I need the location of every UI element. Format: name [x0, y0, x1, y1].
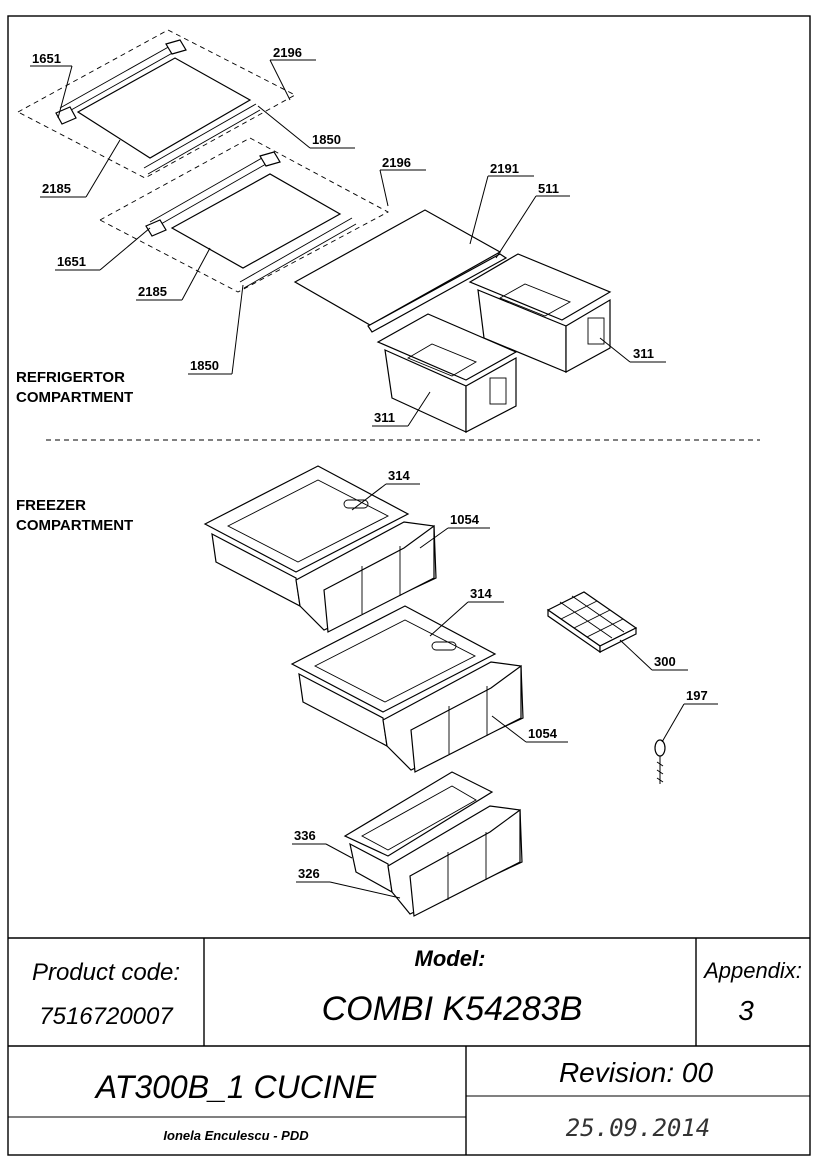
- upper-shelf-assembly: [17, 29, 296, 179]
- model-value: COMBI K54283B: [322, 990, 583, 1028]
- callout-1651-upper: 1651: [32, 51, 61, 66]
- callout-326: 326: [298, 866, 320, 881]
- date: 25.09.2014: [566, 1114, 711, 1142]
- callout-197: 197: [686, 688, 708, 703]
- freezer-drawer-bottom: [343, 771, 523, 917]
- refrigerator-section-label-2: COMPARTMENT: [16, 389, 133, 406]
- callout-2185-upper: 2185: [42, 181, 71, 196]
- appendix-label: Appendix:: [702, 958, 802, 983]
- author: Ionela Enculescu - PDD: [163, 1128, 309, 1143]
- refrigerator-section-label: REFRIGERTOR: [16, 369, 125, 386]
- callout-311-rear: 311: [633, 346, 654, 361]
- revision: Revision: 00: [559, 1057, 714, 1088]
- appendix-value: 3: [738, 995, 754, 1026]
- freezer-drawer-middle: [290, 605, 524, 773]
- lower-shelf-assembly: [99, 137, 389, 293]
- callout-314-top: 314: [388, 468, 410, 483]
- refrigerator-callouts: 1651 2196 1850 2185 2196 2191 511 1651 2…: [30, 45, 666, 427]
- callout-2196-lower: 2196: [382, 155, 411, 170]
- callout-300: 300: [654, 654, 676, 669]
- callout-1651-lower: 1651: [57, 254, 86, 269]
- callout-336: 336: [294, 828, 316, 843]
- callout-2185-lower: 2185: [138, 284, 167, 299]
- callout-2196-upper: 2196: [273, 45, 302, 60]
- product-code-value: 7516720007: [39, 1003, 174, 1030]
- ice-scoop: [654, 739, 666, 784]
- callout-311-front: 311: [374, 410, 395, 425]
- freezer-section-label: FREEZER: [16, 497, 86, 514]
- freezer-callouts: 314 1054 314 300 197 1054 336 326: [292, 468, 718, 899]
- ice-cube-tray: [546, 591, 638, 654]
- freezer-section-label-2: COMPARTMENT: [16, 517, 133, 534]
- callout-1850-upper: 1850: [312, 132, 341, 147]
- callout-1054-top: 1054: [450, 512, 480, 527]
- document-name: AT300B_1 CUCINE: [94, 1069, 377, 1105]
- product-code-label: Product code:: [32, 959, 180, 986]
- model-label: Model:: [415, 946, 486, 971]
- drawing-frame: [7, 15, 811, 1156]
- callout-1054-middle: 1054: [528, 726, 558, 741]
- callout-511: 511: [538, 181, 559, 196]
- callout-314-middle: 314: [470, 586, 492, 601]
- callout-2191: 2191: [490, 161, 519, 176]
- crisper-drawer-rear: [468, 253, 612, 374]
- title-block: Product code: 7516720007 Model: COMBI K5…: [8, 937, 810, 1155]
- crisper-drawer-front: [376, 313, 518, 433]
- freezer-drawer-top: [203, 465, 437, 633]
- callout-1850-lower: 1850: [190, 358, 219, 373]
